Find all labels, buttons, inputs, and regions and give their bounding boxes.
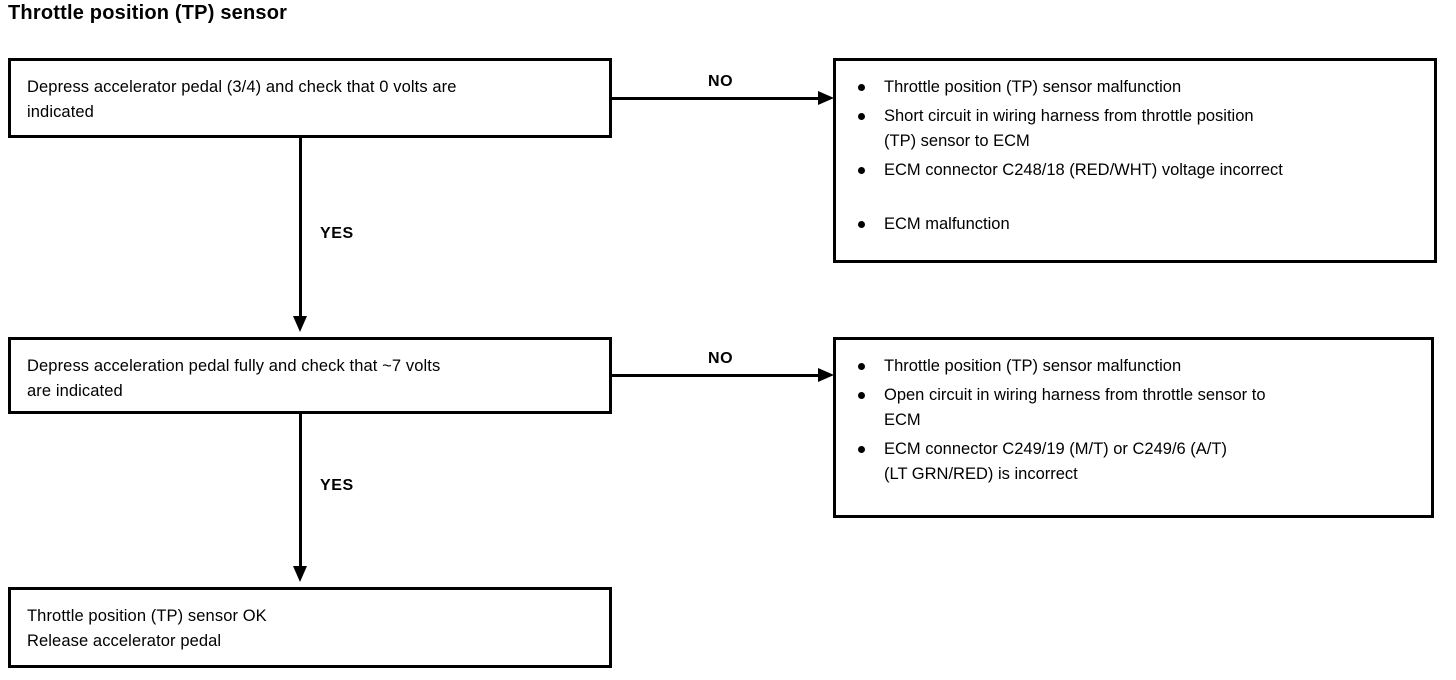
- bullet-dot-icon: [858, 84, 865, 91]
- bullet-dot-icon: [858, 363, 865, 370]
- step-box-3: Throttle position (TP) sensor OK Release…: [8, 587, 612, 668]
- yes-branch-1-line: [299, 138, 302, 318]
- bullet-dot-icon: [858, 446, 865, 453]
- callout-1-item-1: Throttle position (TP) sensor malfunctio…: [850, 75, 1420, 100]
- callout-1-list: Throttle position (TP) sensor malfunctio…: [850, 75, 1420, 237]
- step-3-line-1: Throttle position (TP) sensor OK: [27, 607, 267, 625]
- callout-2-list: Throttle position (TP) sensor malfunctio…: [850, 354, 1417, 487]
- step-box-2: Depress acceleration pedal fully and che…: [8, 337, 612, 414]
- yes-branch-1-arrowhead: [293, 316, 307, 332]
- callout-1-item-1-line-1: Throttle position (TP) sensor malfunctio…: [884, 78, 1182, 96]
- callout-2-item-1-line-1: Throttle position (TP) sensor malfunctio…: [884, 357, 1182, 375]
- callout-2-item-2-line-2: ECM: [884, 411, 921, 429]
- step-box-1: Depress accelerator pedal (3/4) and chec…: [8, 58, 612, 138]
- edge-label-yes-1: YES: [320, 225, 354, 242]
- no-branch-2-line: [611, 374, 824, 377]
- callout-2-item-3-line-1: ECM connector C249/19 (M/T) or C249/6 (A…: [884, 440, 1227, 458]
- callout-2-item-2: Open circuit in wiring harness from thro…: [850, 383, 1417, 433]
- step-1-line-2: indicated: [27, 103, 94, 121]
- no-branch-1-arrowhead: [818, 91, 834, 105]
- step-3-line-2: Release accelerator pedal: [27, 632, 222, 650]
- page-title: Throttle position (TP) sensor: [8, 2, 288, 24]
- callout-1-item-2-line-2: (TP) sensor to ECM: [884, 132, 1030, 150]
- edge-label-no-2: NO: [708, 350, 734, 367]
- callout-1-item-4: ECM malfunction: [850, 212, 1420, 237]
- yes-branch-2-arrowhead: [293, 566, 307, 582]
- callout-1-item-2: Short circuit in wiring harness from thr…: [850, 104, 1420, 154]
- bullet-dot-icon: [858, 221, 865, 228]
- callout-2-item-1: Throttle position (TP) sensor malfunctio…: [850, 354, 1417, 379]
- yes-branch-2-line: [299, 414, 302, 568]
- no-branch-2-arrowhead: [818, 368, 834, 382]
- callout-1-item-3: ECM connector C248/18 (RED/WHT) voltage …: [850, 158, 1420, 183]
- callout-2-item-2-line-1: Open circuit in wiring harness from thro…: [884, 386, 1266, 404]
- step-2-line-2: are indicated: [27, 382, 123, 400]
- edge-label-yes-2: YES: [320, 477, 354, 494]
- callout-2-item-3: ECM connector C249/19 (M/T) or C249/6 (A…: [850, 437, 1417, 487]
- callout-box-2: Throttle position (TP) sensor malfunctio…: [833, 337, 1434, 518]
- callout-box-1: Throttle position (TP) sensor malfunctio…: [833, 58, 1437, 263]
- callout-1-item-2-line-1: Short circuit in wiring harness from thr…: [884, 107, 1254, 125]
- bullet-dot-icon: [858, 392, 865, 399]
- step-2-line-1: Depress acceleration pedal fully and che…: [27, 357, 441, 375]
- callout-2-item-3-line-2: (LT GRN/RED) is incorrect: [884, 465, 1078, 483]
- step-1-line-1: Depress accelerator pedal (3/4) and chec…: [27, 78, 457, 96]
- bullet-dot-icon: [858, 167, 865, 174]
- callout-1-item-3-line-1: ECM connector C248/18 (RED/WHT) voltage …: [884, 161, 1283, 179]
- no-branch-1-line: [611, 97, 824, 100]
- callout-1-item-4-line-1: ECM malfunction: [884, 215, 1010, 233]
- bullet-dot-icon: [858, 113, 865, 120]
- edge-label-no-1: NO: [708, 73, 734, 90]
